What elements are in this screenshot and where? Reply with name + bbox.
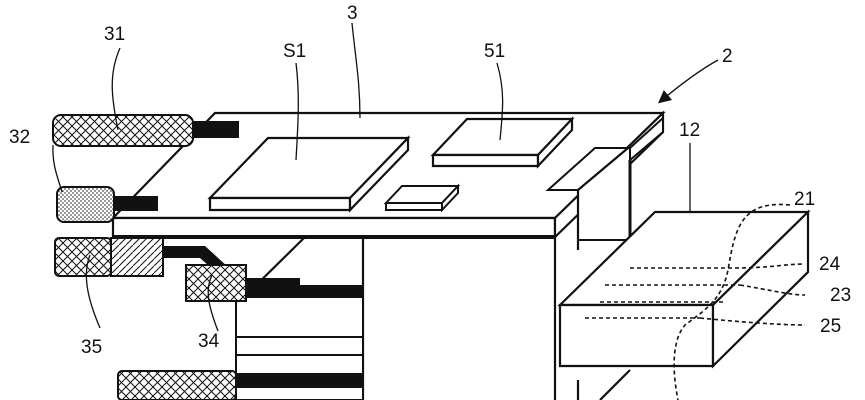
- chip-51: [430, 116, 575, 169]
- leader-lines: [52, 22, 806, 332]
- label-21: 21: [794, 189, 815, 210]
- label-s1: S1: [283, 41, 306, 62]
- label-25: 25: [820, 316, 841, 337]
- label-23: 23: [830, 285, 851, 306]
- label-3: 3: [347, 3, 358, 24]
- label-24: 24: [819, 254, 841, 275]
- cable-34: [185, 264, 247, 302]
- label-2: 2: [722, 46, 733, 67]
- small-chip: [383, 183, 461, 213]
- cable-35: [54, 237, 300, 290]
- label-31: 31: [104, 24, 125, 45]
- cable-bottom: [117, 370, 237, 400]
- label-35: 35: [81, 337, 102, 358]
- label-12: 12: [679, 120, 700, 141]
- label-32: 32: [9, 127, 30, 148]
- cable-31: [52, 114, 239, 147]
- reference-labels: 31 3 S1 51 2 12 21 32 24 23 25 35 34: [9, 3, 851, 358]
- lower-housing: [235, 236, 631, 400]
- cable-32: [56, 186, 158, 223]
- label-51: 51: [484, 41, 505, 62]
- chip-s1: [207, 135, 411, 213]
- block-12: [557, 203, 811, 400]
- right-riser: [545, 115, 664, 250]
- label-34: 34: [198, 331, 220, 352]
